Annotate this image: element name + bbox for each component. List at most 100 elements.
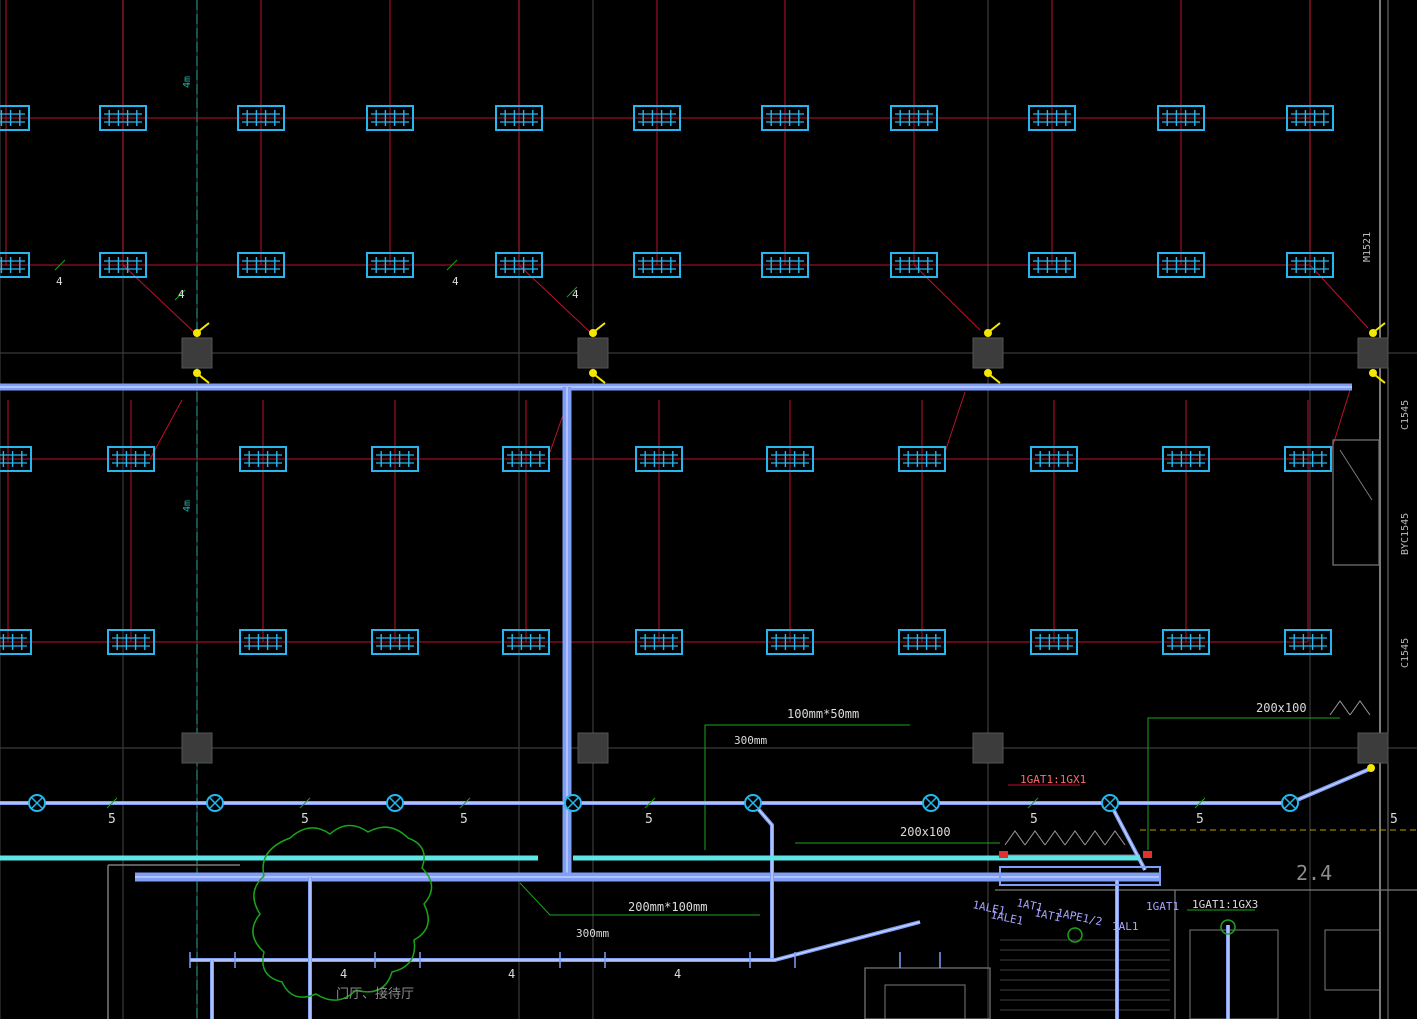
- circuit-mark: 4: [56, 275, 63, 288]
- corridor-mark: 5: [1030, 812, 1038, 827]
- grille-light-fixture-icon: [1157, 105, 1205, 131]
- grille-light-fixture-icon: [0, 252, 30, 278]
- tray-height-note: 300mm: [576, 927, 609, 940]
- grille-light-fixture-icon: [761, 252, 809, 278]
- grille-light-fixture-icon: [495, 105, 543, 131]
- grille-light-fixture-icon: [898, 629, 946, 655]
- axis-label: 4m: [182, 76, 193, 88]
- annotation-leader: [704, 724, 910, 850]
- annotation-leader: [1147, 717, 1340, 850]
- grille-light-fixture-icon: [366, 105, 414, 131]
- socket-symbol-icon: [1067, 927, 1083, 943]
- grille-light-fixture-icon: [635, 629, 683, 655]
- tray-size-note: 100mm*50mm: [787, 707, 859, 721]
- panel-marker: [1143, 851, 1152, 858]
- circuit-feed: [944, 391, 966, 453]
- grille-light-fixture-icon: [1286, 105, 1334, 131]
- window-tag: C1545: [1400, 638, 1411, 668]
- circuit-tick: [446, 259, 458, 271]
- structural-column-icon: [1357, 732, 1389, 764]
- tray-height-note: 300mm: [734, 734, 767, 747]
- socket-symbol-icon: [1220, 919, 1236, 935]
- circuit-mark: 4: [572, 288, 579, 301]
- circuit-mark: 4: [508, 967, 515, 981]
- circuit-tick: [1027, 797, 1039, 809]
- cable-trays: [0, 383, 1373, 1019]
- grille-light-fixture-icon: [0, 446, 32, 472]
- structural-column-icon: [577, 337, 609, 369]
- corridor-mark: 5: [108, 812, 116, 827]
- circuit-feed: [149, 399, 183, 460]
- downlight-symbol-icon: [564, 794, 582, 812]
- circuit-tag: 1GAT1:1GX1: [1020, 773, 1086, 786]
- grille-light-fixture-icon: [633, 252, 681, 278]
- grille-light-fixture-icon: [99, 105, 147, 131]
- circuit-tag: 1GAT1:1GX3: [1192, 898, 1258, 911]
- annotations: 4 4 4 4 4 4 4 5 5 5 5 5 5 5 4m 4m M1521 …: [56, 76, 1411, 1002]
- panel-marker: [999, 851, 1008, 858]
- tree-symbol-icon: [252, 824, 433, 1001]
- structural-column-icon: [972, 337, 1004, 369]
- grille-light-fixture-icon: [633, 105, 681, 131]
- grille-light-fixture-icon: [237, 105, 285, 131]
- grille-light-fixture-icon: [371, 629, 419, 655]
- grille-light-fixture-icon: [99, 252, 147, 278]
- corridor-mark: 5: [1196, 812, 1204, 827]
- grille-light-fixture-icon: [766, 446, 814, 472]
- downlight-symbol-icon: [206, 794, 224, 812]
- grille-light-fixture-icon: [366, 252, 414, 278]
- grille-light-fixture-icon: [1157, 252, 1205, 278]
- panel-label: 1AT1: [1015, 896, 1044, 914]
- circuit-tick: [299, 797, 311, 809]
- grille-light-fixture-icon: [371, 446, 419, 472]
- tray-size-note: 200mm*100mm: [628, 900, 707, 914]
- corridor-mark: 5: [460, 812, 468, 827]
- grille-light-fixture-icon: [766, 629, 814, 655]
- structural-column-icon: [577, 732, 609, 764]
- grille-light-fixture-icon: [635, 446, 683, 472]
- window-tag: C1545: [1400, 400, 1411, 430]
- corridor-mark: 5: [645, 812, 653, 827]
- junction-lead: [1374, 322, 1386, 332]
- grille-light-fixture-icon: [237, 252, 285, 278]
- cable-tray-centerline: [1289, 767, 1373, 804]
- room-outline: [864, 967, 991, 1019]
- structural-columns: [181, 322, 1389, 772]
- door-frame: [1324, 929, 1381, 991]
- grille-light-fixture-icon: [107, 446, 155, 472]
- slope-hatch: [1329, 700, 1371, 716]
- panel-label: 1AL1: [1112, 920, 1139, 933]
- room-outline: [884, 984, 966, 1019]
- structural-column-icon: [181, 732, 213, 764]
- grille-light-fixture-icon: [1030, 446, 1078, 472]
- corridor-downlights: [28, 794, 1299, 812]
- grille-light-fixture-icon: [502, 446, 550, 472]
- grille-light-fixture-icon: [239, 629, 287, 655]
- grille-light-fixture-icon: [502, 629, 550, 655]
- circuit-mark: 4: [452, 275, 459, 288]
- grille-light-fixture-icon: [495, 252, 543, 278]
- annotation-leader: [519, 882, 760, 916]
- structural-column-icon: [181, 337, 213, 369]
- door-tag: M1521: [1362, 232, 1373, 262]
- junction-lead: [594, 322, 606, 332]
- junction-box-icon: [1367, 764, 1375, 772]
- cable-tray-centerline: [752, 802, 773, 960]
- grille-light-fixture-icon: [0, 105, 30, 131]
- grille-light-fixture-icon: [890, 105, 938, 131]
- circuit-mark: 4: [674, 967, 681, 981]
- junction-lead: [198, 322, 210, 332]
- corridor-mark: 5: [301, 812, 309, 827]
- grille-light-fixture-icon: [1286, 252, 1334, 278]
- grille-light-fixture-icon: [1162, 446, 1210, 472]
- circuit-tick: [106, 797, 118, 809]
- downlight-symbol-icon: [1281, 794, 1299, 812]
- grille-light-fixture-icon: [1030, 629, 1078, 655]
- corridor-mark: 5: [1390, 812, 1398, 827]
- tray-size-note: 200x100: [1256, 701, 1307, 715]
- room-number: 2.4: [1296, 861, 1332, 885]
- grille-light-fixture-icon: [1284, 446, 1332, 472]
- grille-light-fixture-icon: [1162, 629, 1210, 655]
